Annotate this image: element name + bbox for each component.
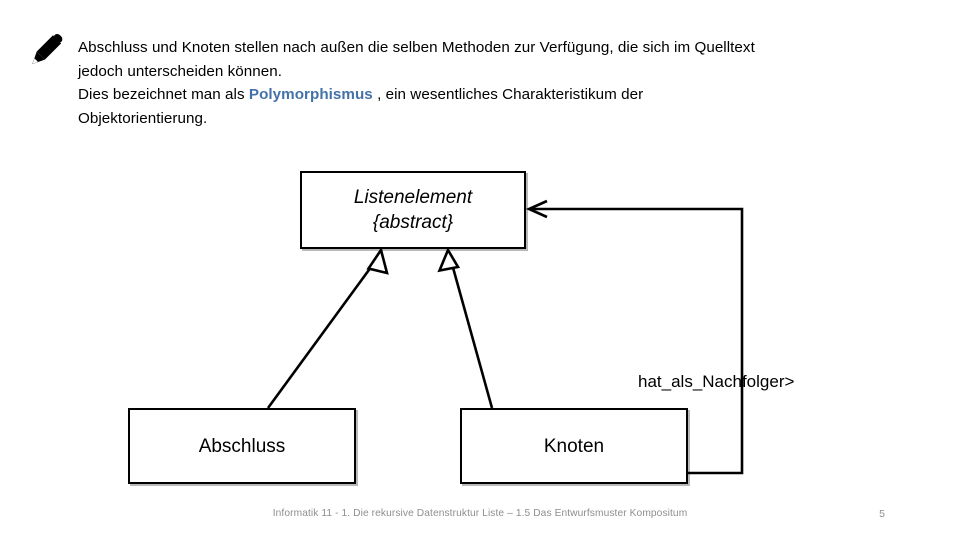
body-line-2: jedoch unterscheiden können. xyxy=(78,62,283,80)
uml-class-abschluss[interactable]: Abschluss xyxy=(128,408,356,484)
generalization-abschluss-to-listenelement xyxy=(266,246,389,409)
body-line-3-prefix: Dies bezeichnet man als xyxy=(78,86,249,103)
footer-text: Informatik 11 - 1. Die rekursive Datenst… xyxy=(272,508,688,519)
keyword-polymorphismus: Polymorphismus xyxy=(248,86,373,103)
uml-class-listenelement-name: Listenelement xyxy=(353,187,473,208)
uml-class-listenelement[interactable]: Listenelement {abstract} xyxy=(300,171,526,249)
uml-class-knoten[interactable]: Knoten xyxy=(460,408,688,484)
uml-class-listenelement-stereotype: {abstract} xyxy=(372,212,454,233)
uml-class-knoten-label: Knoten xyxy=(543,435,605,457)
uml-class-abschluss-label: Abschluss xyxy=(198,435,286,457)
body-line-3: Dies bezeichnet man als Polymorphismus ,… xyxy=(78,83,908,107)
body-line-1: Abschluss und Knoten stellen nach außen … xyxy=(78,39,755,56)
pencil-icon xyxy=(20,22,74,76)
page-number: 5 xyxy=(879,508,885,520)
generalization-knoten-to-listenelement xyxy=(437,247,494,409)
slide-footer: Informatik 11 - 1. Die rekursive Datenst… xyxy=(0,508,960,530)
body-text-block: Abschluss und Knoten stellen nach außen … xyxy=(78,36,908,130)
uml-class-listenelement-label: Listenelement {abstract} xyxy=(354,185,472,235)
association-knoten-to-listenelement xyxy=(525,199,744,475)
association-role-label: hat_als_Nachfolger> xyxy=(638,372,795,391)
body-line-3-suffix: , ein wesentliches Charakteristikum der xyxy=(372,86,644,103)
body-line-4: Objektorientierung. xyxy=(78,109,208,127)
